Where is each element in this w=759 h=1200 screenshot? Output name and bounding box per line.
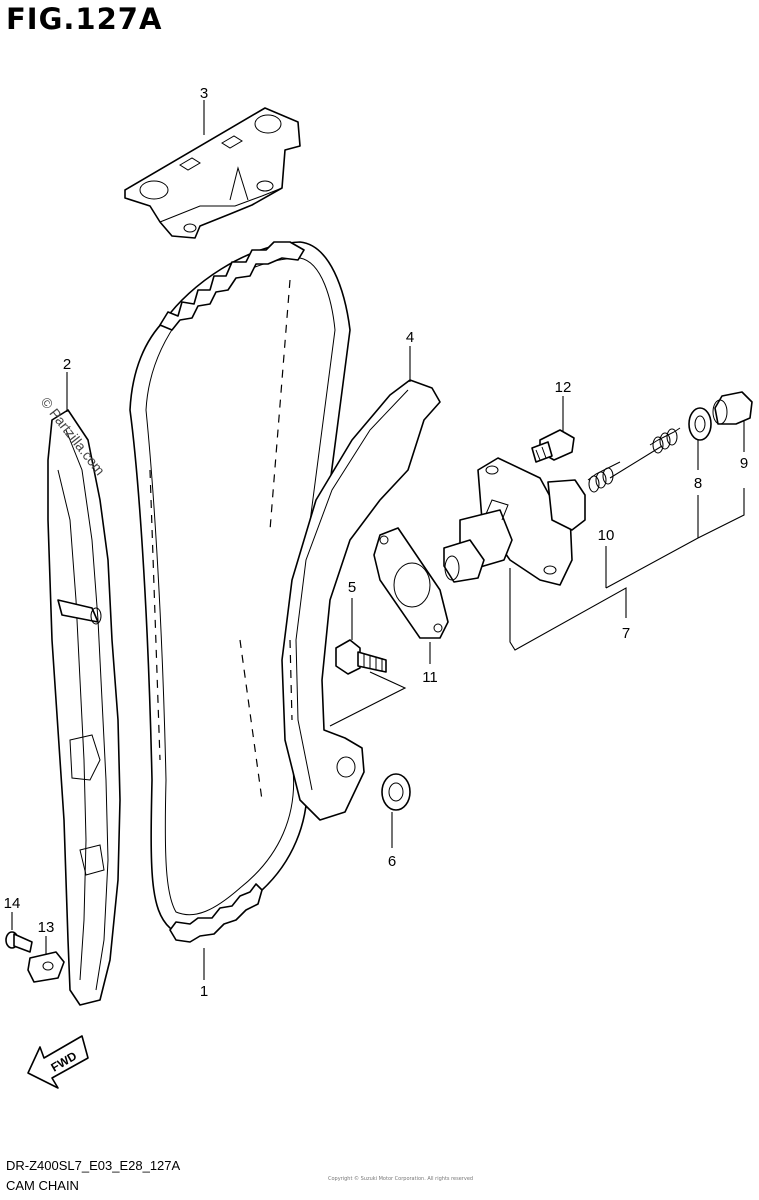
part-11-gasket[interactable]	[373, 527, 449, 639]
part-9-plug-bolt[interactable]	[712, 391, 753, 425]
part-6-washer[interactable]	[381, 773, 411, 811]
callout-9: 9	[740, 455, 748, 472]
figure-name: CAM CHAIN	[6, 1178, 79, 1193]
callout-5: 5	[348, 579, 356, 596]
callout-8: 8	[694, 475, 702, 492]
callout-4: 4	[406, 329, 414, 346]
part-2-chain-guide[interactable]	[47, 409, 121, 1006]
part-14-screw[interactable]	[5, 931, 33, 953]
fwd-arrow-icon: FWD	[27, 1035, 89, 1089]
copyright-notice: Copyright © Suzuki Motor Corporation. Al…	[328, 1176, 474, 1182]
leader-lines	[11, 100, 745, 980]
callout-13: 13	[38, 919, 55, 936]
part-12-bolt[interactable]	[531, 429, 575, 463]
part-4-tensioner-guide[interactable]	[281, 379, 441, 821]
figure-code: DR-Z400SL7_E03_E28_127A	[6, 1158, 181, 1173]
part-10-spring[interactable]	[587, 427, 681, 493]
callout-1: 1	[200, 983, 208, 1000]
callout-3: 3	[200, 85, 208, 102]
callout-2: 2	[63, 356, 71, 373]
callout-12: 12	[555, 379, 572, 396]
callout-14: 14	[4, 895, 21, 912]
part-5-bolt[interactable]	[335, 639, 387, 675]
callout-6: 6	[388, 853, 396, 870]
callout-10: 10	[598, 527, 615, 544]
part-13-plate[interactable]	[27, 951, 65, 983]
part-3-chain-guide-plate[interactable]	[124, 107, 301, 239]
part-8-washer[interactable]	[688, 407, 712, 441]
figure-title: FIG.127A	[6, 2, 163, 36]
part-7-tensioner-assembly[interactable]	[443, 457, 586, 586]
callout-7: 7	[622, 625, 630, 642]
callout-11: 11	[422, 669, 438, 686]
part-1-cam-chain[interactable]	[129, 241, 351, 943]
